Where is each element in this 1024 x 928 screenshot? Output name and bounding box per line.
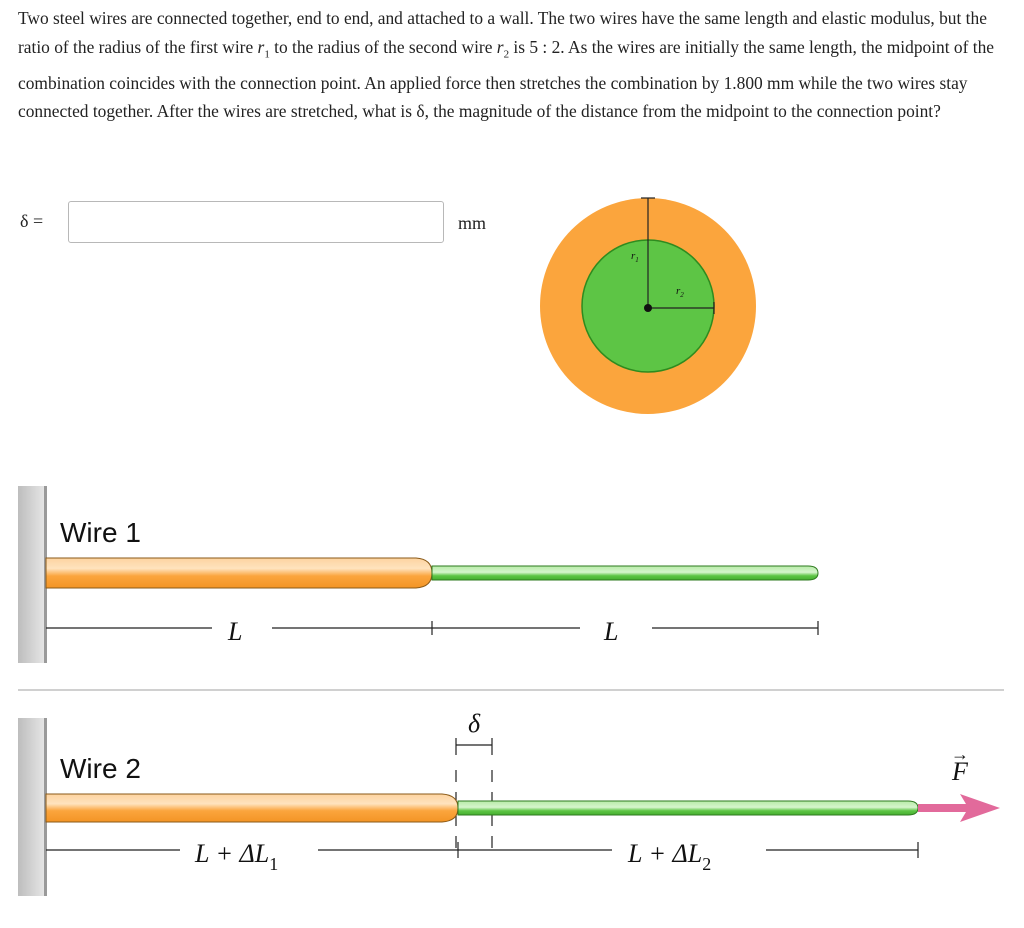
stretched-length-label-right: L + ΔL2 [627,839,711,874]
delta-marker-label: δ [468,709,481,738]
length-label-right: L [603,617,618,646]
wall-bottom [18,718,46,896]
r2-label: r2 [676,285,684,299]
wire-2-title: Wire 2 [60,753,141,784]
force-vector-arrow: → [951,744,969,764]
delta-answer-input[interactable] [68,201,444,243]
r1-symbol: r [257,36,265,57]
stretched-wires: Wire 2 δ F → L + ΔL1 L + ΔL2 [18,709,1000,896]
answer-row: δ = mm [18,201,498,245]
problem-text-3: is 5 : 2. As the wires are initially the… [18,36,994,122]
length-label-left: L [227,617,242,646]
wire-1-title: Wire 1 [60,517,141,548]
r1-subscript: 1 [264,48,270,61]
r1-label: r1 [631,250,639,264]
unstretched-wires: Wire 1 L L [18,486,819,663]
r2-subscript: 2 [503,48,510,61]
force-label: F [951,757,969,786]
r2-symbol: r [496,36,504,57]
wire-1-orange [45,557,433,589]
problem-statement: Two steel wires are connected together, … [18,4,1008,126]
problem-text-2: to the radius of the second wire [269,36,497,57]
cross-section: r1 r2 [540,197,756,414]
stretched-wire-green [457,800,919,816]
wall-top [18,486,46,663]
delta-label: δ = [20,211,44,231]
stretched-length-label-left: L + ΔL1 [194,839,278,874]
center-dot [644,304,652,312]
stretched-wire-orange [45,793,459,823]
unit-label: mm [458,213,487,233]
force-arrow [918,794,1000,822]
wire-2-green-top [431,565,819,581]
problem-text-1: Two steel wires are connected together, … [18,8,987,57]
